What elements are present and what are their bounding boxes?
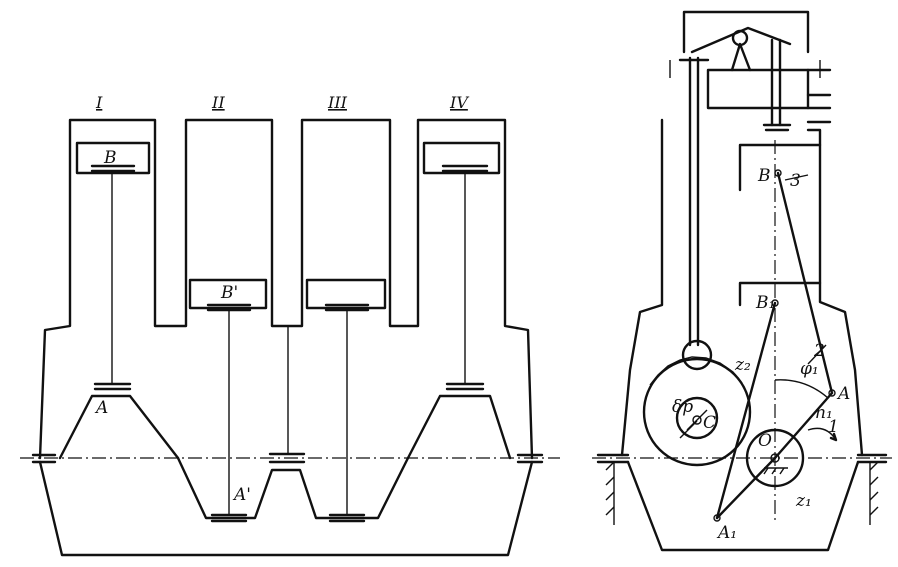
label-C: C [703, 413, 716, 433]
cylinder-head-outline [682, 10, 810, 54]
left-view-four-cylinder-engine: I II III IV B A B' A' [20, 93, 560, 557]
label-link-2: 2 [813, 341, 825, 361]
gear-z2-teeth [649, 356, 743, 386]
gear-z1 [745, 428, 805, 488]
label-delta-p: δp [672, 397, 693, 417]
ground-support-right [856, 453, 888, 525]
label-A1: A₁ [716, 523, 737, 543]
cam-centre-C [692, 415, 702, 425]
piston-cylinder-III [305, 278, 387, 523]
joint-B1 [771, 299, 779, 307]
label-B-prime: B' [220, 283, 238, 303]
right-engine-block-outline [620, 118, 864, 457]
ground-support-left [596, 453, 630, 525]
label-link-1: 1 [828, 417, 839, 437]
rotation-arrowhead [829, 432, 838, 442]
joint-B [774, 169, 782, 177]
connecting-rod-A1B1 [715, 301, 777, 520]
label-A: A [94, 398, 108, 418]
label-z1: z₁ [795, 491, 812, 511]
crank-OA1 [715, 456, 777, 520]
crank-OA [773, 391, 834, 460]
piston-cylinder-IV [422, 141, 501, 391]
crank-centre-O [770, 453, 780, 463]
pushrod-left [678, 56, 710, 347]
label-n1: n₁ [815, 403, 833, 423]
piston-cylinder-II [188, 278, 268, 523]
label-right-B: B [757, 166, 771, 186]
cylinder-label-3: III [327, 93, 348, 112]
label-phi1: φ₁ [800, 359, 819, 379]
gear-z2 [642, 357, 752, 467]
cylinder-bore-lower [738, 281, 822, 307]
cylinder-label-2: II [211, 93, 225, 112]
right-oil-pan [626, 460, 860, 552]
label-B: B [103, 148, 117, 168]
crank-hatch-3 [779, 467, 785, 475]
intake-port [806, 68, 832, 124]
crank-hatch-2 [771, 467, 777, 475]
rocker-support [730, 42, 752, 72]
angle-phi1-arc [774, 379, 829, 399]
label-link-3: 3 [790, 171, 801, 191]
joint-A [828, 389, 836, 397]
cylinder-label-1: I [95, 93, 103, 112]
crank-hatch-1 [763, 467, 769, 475]
valve-stem-right [762, 38, 792, 132]
label-B1: B₁ [755, 293, 775, 313]
cam-hatch-1 [686, 409, 708, 431]
label-O: O [758, 431, 772, 451]
cam-hatch-2 [679, 420, 698, 439]
link-3-marker [784, 174, 809, 181]
head-chamber [706, 68, 810, 110]
crank-web-throw-1 [58, 394, 180, 460]
label-z2: z₂ [734, 355, 751, 375]
piston-cylinder-I [75, 141, 151, 391]
cam-disc [675, 396, 719, 440]
crank-web-throw-4 [406, 394, 512, 460]
cylinder-bore-upper [738, 143, 822, 192]
label-right-A: A [836, 384, 850, 404]
link-2-leader [807, 344, 827, 365]
left-oil-pan [38, 460, 534, 557]
cylinder-label-4: IV [449, 93, 469, 112]
label-A-prime: A' [232, 485, 251, 505]
cam-follower-roller [681, 339, 713, 371]
joint-A1 [713, 514, 721, 522]
main-journals [268, 452, 306, 464]
rocker-arm [690, 26, 792, 54]
right-view-valve-mechanism: B B₁ A A₁ O C z₁ z₂ δp φ₁ n₁ 1 2 3 [592, 10, 892, 552]
connecting-rod-AB [776, 171, 834, 395]
crank-web-throw-2-3 [176, 456, 410, 520]
left-engine-block-outline [38, 118, 534, 460]
left-base-flanges [31, 453, 544, 464]
